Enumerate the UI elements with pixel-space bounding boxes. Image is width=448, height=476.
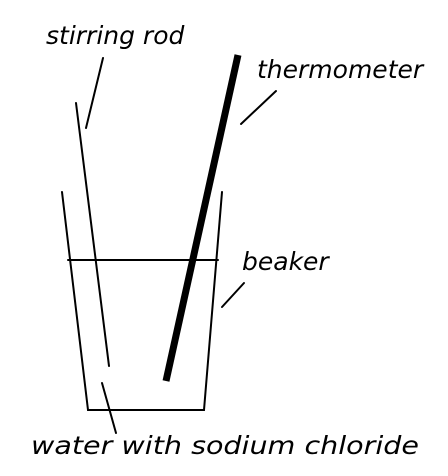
beaker-outline <box>61 191 223 411</box>
thermometer <box>162 54 242 382</box>
thermometer-label: thermometer <box>257 55 425 84</box>
stirring-rod <box>75 102 110 367</box>
stirring-rod-label: stirring rod <box>46 21 185 50</box>
beaker-label: beaker <box>242 247 330 276</box>
beaker-leader <box>221 282 245 308</box>
thermometer-leader <box>240 90 277 125</box>
stirring-rod-leader <box>85 57 104 129</box>
solution-leader <box>101 382 117 434</box>
solution-label: water with sodium chloride <box>31 431 419 460</box>
